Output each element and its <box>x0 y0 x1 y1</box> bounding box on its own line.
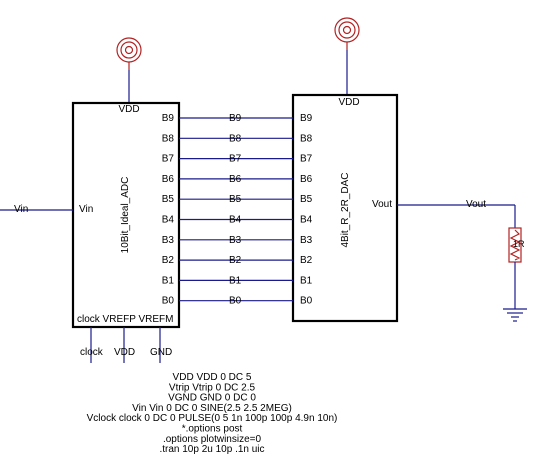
dac-pin-b6: B6 <box>300 174 313 185</box>
net-label-b2: B2 <box>229 255 242 266</box>
dac-pin-b2: B2 <box>300 255 313 266</box>
adc-pin-b8: B8 <box>162 133 175 144</box>
dac-block[interactable]: VDD Vout 4Bit_R_2R_DAC B9B8B7B6B5B4B3B2B… <box>291 93 399 323</box>
load-resistor[interactable]: 1R <box>508 227 525 263</box>
netlist-line: *.options post <box>182 424 243 435</box>
adc-pin-b3: B3 <box>162 235 175 246</box>
netlist-line: Vin Vin 0 DC 0 SINE(2.5 2.5 2MEG) <box>132 403 292 414</box>
dac-name-label: 4Bit_R_2R_DAC <box>340 172 351 247</box>
dac-pin-b9: B9 <box>300 113 313 124</box>
net-label-b6: B6 <box>229 174 242 185</box>
netlist-line: .options plotwinsize=0 <box>163 434 262 445</box>
net-label-b5: B5 <box>229 194 242 205</box>
adc-pin-b1: B1 <box>162 275 175 286</box>
netlist-line: Vtrip Vtrip 0 DC 2.5 <box>169 382 256 393</box>
adc-pin-b9: B9 <box>162 113 175 124</box>
net-label-b8: B8 <box>229 133 242 144</box>
dac-pin-b5: B5 <box>300 194 313 205</box>
adc-pin-b5: B5 <box>162 194 175 205</box>
net-label-b4: B4 <box>229 215 242 226</box>
netlist-line: Vclock clock 0 DC 0 PULSE(0 5 1n 100p 10… <box>87 413 338 424</box>
resistor-label: 1R <box>513 239 525 249</box>
gnd-net-label: GND <box>150 347 172 358</box>
adc-vdd-pin-label: VDD <box>118 104 139 115</box>
adc-block[interactable]: VDD Vin clock VREFP VREFM 10Bit_Ideal_AD… <box>71 101 181 329</box>
net-label-b0: B0 <box>229 296 242 307</box>
netlist-line: VDD VDD 0 DC 5 <box>173 372 252 383</box>
adc-pin-b2: B2 <box>162 255 175 266</box>
vdd-symbol-adc <box>116 37 142 103</box>
vdd-symbol-dac <box>334 17 360 95</box>
net-label-b1: B1 <box>229 275 242 286</box>
adc-vin-pin-label: Vin <box>79 204 93 215</box>
net-label-b3: B3 <box>229 235 242 246</box>
vdd-net-label: VDD <box>114 347 135 358</box>
adc-bottom-pins-label: clock VREFP VREFM <box>77 314 174 325</box>
clock-net-label: clock <box>80 347 104 358</box>
netlist-line: VGND GND 0 DC 0 <box>168 393 256 404</box>
vout-net: Vout <box>397 199 516 228</box>
adc-pin-b6: B6 <box>162 174 175 185</box>
dac-pin-b8: B8 <box>300 133 313 144</box>
dac-vout-pin-label: Vout <box>372 199 392 210</box>
adc-pin-b4: B4 <box>162 215 175 226</box>
dac-pin-b4: B4 <box>300 215 313 226</box>
netlist-line: .tran 10p 2u 10p .1n uic <box>159 444 264 455</box>
ground-icon <box>503 262 527 322</box>
vin-net: Vin <box>0 204 73 215</box>
dac-vdd-pin-label: VDD <box>338 97 359 108</box>
vin-net-label: Vin <box>14 204 28 215</box>
adc-bottom-nets: clock VDD GND <box>80 327 172 363</box>
net-label-b7: B7 <box>229 154 242 165</box>
dac-pin-b7: B7 <box>300 154 313 165</box>
dac-pin-b0: B0 <box>300 296 313 307</box>
dac-pin-b1: B1 <box>300 275 313 286</box>
adc-pin-b0: B0 <box>162 296 175 307</box>
net-label-b9: B9 <box>229 113 242 124</box>
dac-pin-b3: B3 <box>300 235 313 246</box>
adc-name-label: 10Bit_Ideal_ADC <box>120 177 131 254</box>
vout-net-label: Vout <box>466 199 486 210</box>
adc-pin-b7: B7 <box>162 154 175 165</box>
